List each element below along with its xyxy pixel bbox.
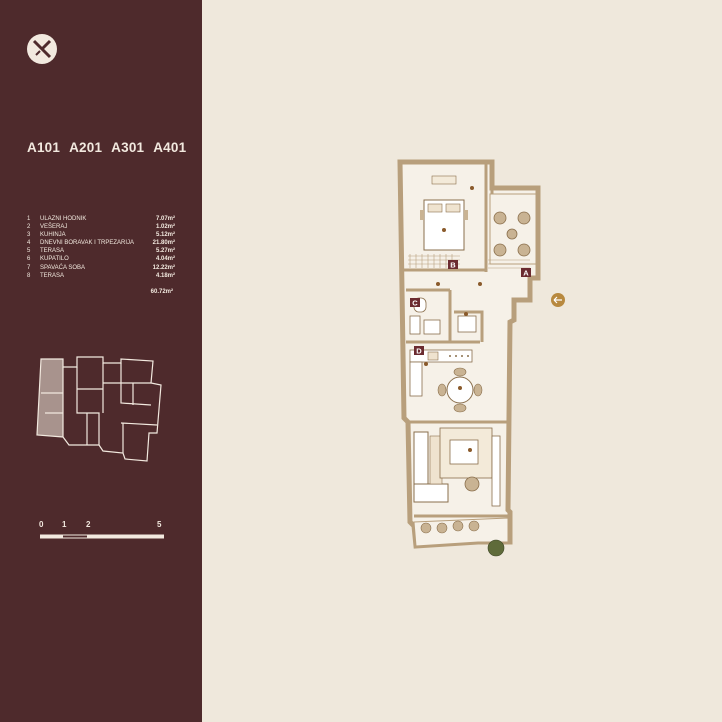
plan-marker-a: A — [523, 269, 529, 278]
room-number: 1 — [27, 216, 31, 222]
total-area: 60.72m² — [150, 289, 173, 295]
room-name: KUPATILO — [40, 256, 69, 263]
unit-codes: A101 A201 A301 A401 — [27, 140, 195, 155]
room-area: 21.80m² — [152, 240, 175, 247]
unit-code: A401 — [153, 140, 187, 155]
scale-label: 2 — [86, 520, 91, 529]
floor-plan: A B C D — [397, 159, 565, 557]
room-area: 1.02m² — [155, 224, 175, 231]
room-name: TERASA — [40, 272, 65, 279]
room-row: 4 DNEVNI BORAVAK I TRPEZARIJA 21.80m² — [27, 239, 175, 247]
room-row: 1 ULAZNI HODNIK 7.07m² — [27, 215, 175, 223]
room-number: 2 — [27, 224, 31, 231]
sidebar: A101 A201 A301 A401 1 ULAZNI HODNIK 7.07m² 2 V… — [0, 0, 202, 722]
x-circle-logo-icon — [27, 34, 57, 64]
room-row: 3 KUHINJA 5.12m² — [27, 231, 175, 239]
plan-marker-c: C — [412, 299, 418, 308]
unit-code: A101 — [27, 140, 61, 155]
plan-marker-d: D — [416, 347, 422, 356]
scale-label: 5 — [157, 520, 162, 529]
room-number: 7 — [27, 264, 31, 271]
room-row: 6 KUPATILO 4.04m² — [27, 255, 175, 263]
room-name: VEŠERAJ — [40, 224, 68, 231]
room-row: 8 TERASA 4.18m² — [27, 272, 175, 280]
unit-code: A201 — [69, 140, 103, 155]
room-row: 7 SPAVAĆA SOBA 12.22m² — [27, 264, 175, 272]
key-plan-highlight — [37, 359, 63, 437]
room-number: 8 — [27, 272, 31, 279]
room-name: KUHINJA — [40, 232, 66, 239]
unit-code: A301 — [111, 140, 145, 155]
room-number: 6 — [27, 256, 31, 263]
room-name: TERASA — [40, 248, 65, 255]
room-area: 7.07m² — [155, 216, 175, 222]
plan-marker-b: B — [450, 261, 456, 270]
room-row: 5 TERASA 5.27m² — [27, 247, 175, 255]
room-row: 2 VEŠERAJ 1.02m² — [27, 223, 175, 231]
scale-label: 1 — [62, 520, 67, 529]
room-number: 5 — [27, 248, 31, 255]
room-area: 4.18m² — [155, 272, 175, 279]
room-number: 4 — [27, 240, 31, 247]
room-name: DNEVNI BORAVAK I TRPEZARIJA — [40, 240, 135, 247]
scale-label: 0 — [39, 520, 44, 529]
room-name: ULAZNI HODNIK — [40, 216, 87, 222]
room-area: 5.27m² — [155, 248, 175, 255]
room-number: 3 — [27, 232, 31, 239]
room-area: 12.22m² — [152, 264, 175, 271]
room-area: 5.12m² — [155, 232, 175, 239]
room-name: SPAVAĆA SOBA — [40, 264, 86, 271]
key-plan-diagram — [36, 356, 162, 462]
scale-bar: 0 1 2 5 — [26, 520, 176, 550]
room-list: 1 ULAZNI HODNIK 7.07m² 2 VEŠERAJ 1.02m² 3 KUH… — [27, 215, 175, 280]
room-area: 4.04m² — [155, 256, 175, 263]
